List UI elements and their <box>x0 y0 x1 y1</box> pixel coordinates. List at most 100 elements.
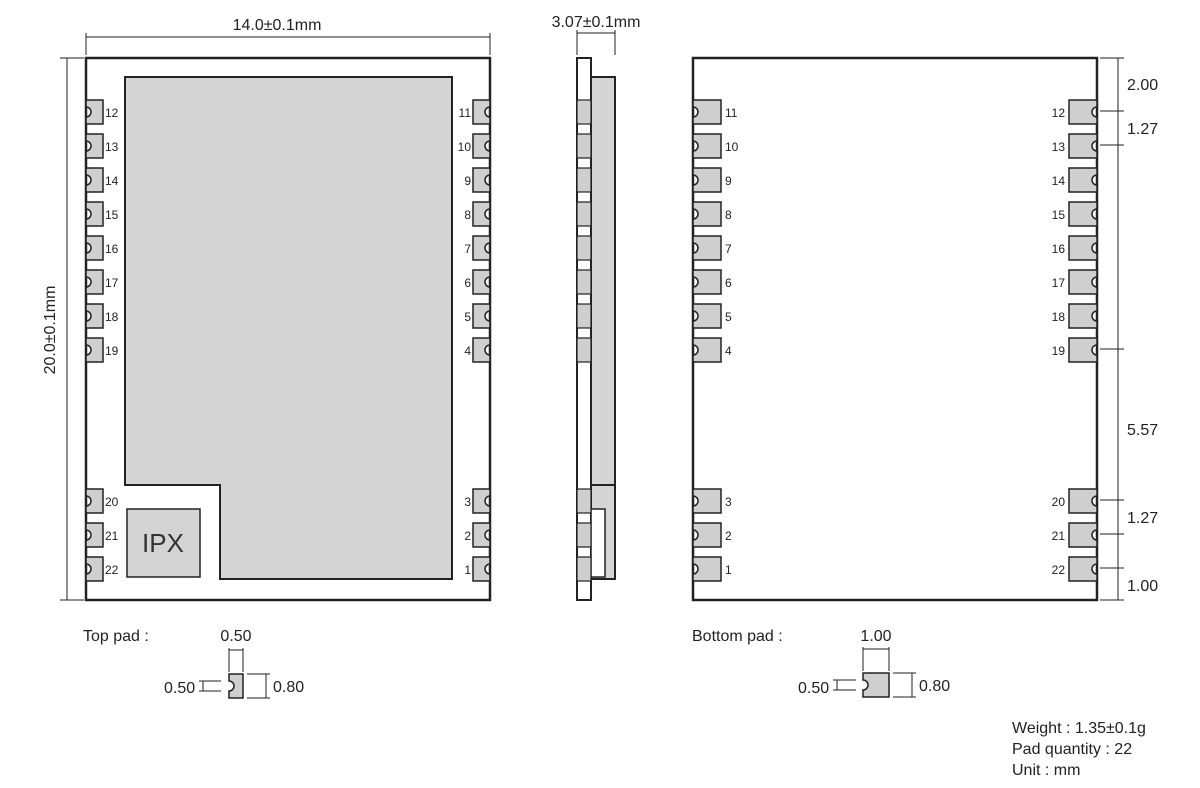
bottom-view-pin-label-6: 6 <box>725 276 732 290</box>
bottom-pad-label: Bottom pad : <box>692 628 783 645</box>
top-pad-detail <box>199 648 270 699</box>
bottom-view-pad-8 <box>692 201 722 227</box>
bottom-view-pad-16 <box>1068 235 1098 261</box>
side-view-pad <box>576 337 592 363</box>
bottom-dim-label-0: 2.00 <box>1127 77 1158 94</box>
side-view-pad <box>576 269 592 295</box>
top-view-pad-10 <box>472 133 491 159</box>
top-view-pad-14 <box>85 167 104 193</box>
top-view-pin-label-6: 6 <box>464 276 471 290</box>
bottom-view-pin-label-4: 4 <box>725 344 732 358</box>
bottom-view-pad-5 <box>692 303 722 329</box>
top-view-pin-label-20: 20 <box>105 495 119 509</box>
bottom-pad-gap-label: 0.50 <box>798 680 829 697</box>
bottom-view-pad-15 <box>1068 201 1098 227</box>
bottom-dim-label-2: 5.57 <box>1127 422 1158 439</box>
top-pad-length-label: 0.80 <box>273 679 304 696</box>
top-pad-shape <box>228 673 244 699</box>
top-view-pad-19 <box>85 337 104 363</box>
bottom-view-pin-label-11: 11 <box>725 106 738 120</box>
top-view-pin-label-18: 18 <box>105 310 119 324</box>
bottom-view-pad-6 <box>692 269 722 295</box>
side-view-pad <box>576 303 592 329</box>
bottom-view-pad-11 <box>692 99 722 125</box>
top-view-pad-8 <box>472 201 491 227</box>
top-view-pin-label-15: 15 <box>105 208 119 222</box>
top-view-pin-label-21: 21 <box>105 529 119 543</box>
top-view-pad-9 <box>472 167 491 193</box>
top-view-pad-18 <box>85 303 104 329</box>
top-view-pad-11 <box>472 99 491 125</box>
spec-weight: Weight : 1.35±0.1g <box>1012 720 1146 737</box>
bottom-view-pad-10 <box>692 133 722 159</box>
top-view-pad-16 <box>85 235 104 261</box>
top-pad-width-label: 0.50 <box>220 628 251 645</box>
bottom-view-pin-label-22: 22 <box>1052 563 1066 577</box>
bottom-view-pad-4 <box>692 337 722 363</box>
bottom-view-pin-label-1: 1 <box>725 563 732 577</box>
side-view-pad <box>576 99 592 125</box>
top-pad-label: Top pad : <box>83 628 149 645</box>
top-view-pad-21 <box>85 522 104 548</box>
top-view-pin-label-22: 22 <box>105 563 119 577</box>
top-view-pin-label-19: 19 <box>105 344 119 358</box>
top-view-pin-label-14: 14 <box>105 174 119 188</box>
bottom-view-pad-2 <box>692 522 722 548</box>
side-ipx <box>590 508 606 578</box>
bottom-view-pin-label-8: 8 <box>725 208 732 222</box>
top-view-pin-label-3: 3 <box>464 495 471 509</box>
bottom-view-pad-21 <box>1068 522 1098 548</box>
shield-can <box>124 76 453 580</box>
bottom-pad-length-label: 0.80 <box>919 678 950 695</box>
top-view-pad-7 <box>472 235 491 261</box>
top-view-pin-label-8: 8 <box>464 208 471 222</box>
bottom-view-pad-17 <box>1068 269 1098 295</box>
top-view-pin-label-12: 12 <box>105 106 119 120</box>
bottom-view-pin-label-20: 20 <box>1052 495 1066 509</box>
bottom-view-pin-label-19: 19 <box>1052 344 1066 358</box>
bottom-view-pad-20 <box>1068 488 1098 514</box>
bottom-view-pad-3 <box>692 488 722 514</box>
top-view-pin-label-7: 7 <box>464 242 471 256</box>
top-view-pad-20 <box>85 488 104 514</box>
bottom-dim-label-1: 1.27 <box>1127 121 1158 138</box>
top-view-pad-3 <box>472 488 491 514</box>
spec-unit: Unit : mm <box>1012 762 1080 779</box>
side-view-pins <box>576 99 592 582</box>
bottom-view-pin-label-17: 17 <box>1052 276 1066 290</box>
side-view-pad <box>576 201 592 227</box>
top-view-pin-label-1: 1 <box>464 563 471 577</box>
top-view-pin-label-2: 2 <box>464 529 471 543</box>
bottom-view-pin-label-10: 10 <box>725 140 739 154</box>
side-shield <box>590 76 616 486</box>
bottom-view-pad-12 <box>1068 99 1098 125</box>
bottom-board-outline <box>691 56 1099 602</box>
top-view <box>60 33 492 602</box>
bottom-view-pin-label-18: 18 <box>1052 310 1066 324</box>
bottom-view-pin-label-13: 13 <box>1052 140 1066 154</box>
bottom-pad-width-label: 1.00 <box>860 628 891 645</box>
bottom-view-pad-7 <box>692 235 722 261</box>
bottom-view-pin-label-9: 9 <box>725 174 732 188</box>
top-view-pad-4 <box>472 337 491 363</box>
top-view-pad-1 <box>472 556 491 582</box>
top-view-pad-12 <box>85 99 104 125</box>
bottom-dim-label-3: 1.27 <box>1127 510 1158 527</box>
bottom-view-pin-label-21: 21 <box>1052 529 1066 543</box>
side-view-pad <box>576 235 592 261</box>
ipx-connector <box>126 508 201 578</box>
top-view-pin-label-4: 4 <box>464 344 471 358</box>
top-view-pin-label-9: 9 <box>464 174 471 188</box>
top-width-label: 14.0±0.1mm <box>233 17 322 34</box>
top-view-pad-17 <box>85 269 104 295</box>
bottom-view-pin-label-14: 14 <box>1052 174 1066 188</box>
top-pad-gap-label: 0.50 <box>164 680 195 697</box>
bottom-view-pin-label-16: 16 <box>1052 242 1066 256</box>
side-view-pad <box>576 488 592 514</box>
bottom-view-pin-label-3: 3 <box>725 495 732 509</box>
top-view-pad-22 <box>85 556 104 582</box>
side-view-pad <box>576 522 592 548</box>
bottom-view-pad-19 <box>1068 337 1098 363</box>
top-view-pad-13 <box>85 133 104 159</box>
